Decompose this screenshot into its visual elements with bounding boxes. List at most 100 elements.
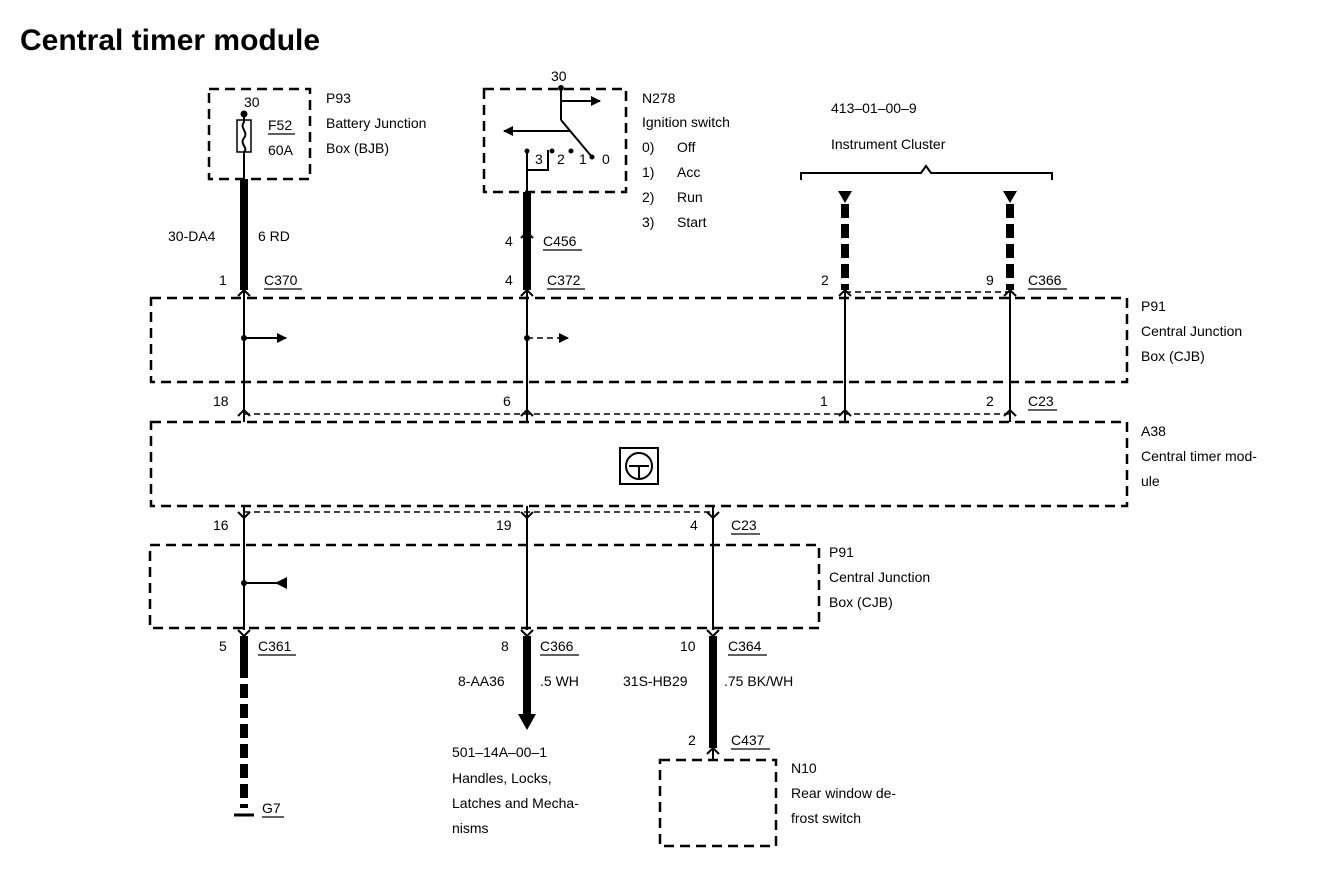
position-1-state: Acc xyxy=(677,164,700,180)
c23-top-pin-2: 2 xyxy=(986,393,994,409)
cluster-terminal-left-icon xyxy=(838,191,852,203)
wire-30-da4-circuit: 30-DA4 xyxy=(168,228,216,244)
wire-8-aa36-arrow-icon xyxy=(518,714,536,730)
c437-pin: 2 xyxy=(688,732,696,748)
n278-name: Ignition switch xyxy=(642,114,730,130)
locks-reference: 501–14A–00–1 xyxy=(452,744,547,760)
p91-top-box-outline xyxy=(149,296,1129,384)
c23-top-pin-6: 6 xyxy=(503,393,511,409)
c23-bottom-pin-4: 4 xyxy=(690,517,698,533)
a38-box-outline xyxy=(149,420,1129,508)
c372-pin: 4 xyxy=(505,272,513,288)
c456-connector: C456 xyxy=(543,233,577,249)
locks-line1: Handles, Locks, xyxy=(452,770,552,786)
wire-31s-hb29-circuit: 31S-HB29 xyxy=(623,673,688,689)
p91-bottom-line1: Central Junction xyxy=(829,569,930,585)
c370-pin: 1 xyxy=(219,272,227,288)
module-symbol-frame xyxy=(619,447,659,485)
p91-bottom-box-outline xyxy=(148,543,821,630)
position-3-state: Start xyxy=(677,214,707,230)
c364-connector: C364 xyxy=(728,638,762,654)
p93-line2: Box (BJB) xyxy=(326,140,389,156)
n10-rear-window-defrost-switch: N10 Rear window de- frost switch xyxy=(658,758,896,848)
c23-bottom-symbol-2 xyxy=(520,511,534,520)
c364-pin: 10 xyxy=(680,638,696,654)
position-1-number: 1) xyxy=(642,164,654,180)
switch-contact-label-2: 2 xyxy=(557,151,565,167)
switch-start-bracket xyxy=(526,150,549,171)
p93-id: P93 xyxy=(326,90,351,106)
locks-line3: nisms xyxy=(452,820,489,836)
locks-line2: Latches and Mecha- xyxy=(452,795,579,811)
c372-connector: C372 xyxy=(547,272,581,288)
cluster-terminal-right-icon xyxy=(1003,191,1017,203)
a38-line1: Central timer mod- xyxy=(1141,448,1257,464)
module-clock-icon xyxy=(625,452,653,480)
c456-connector-symbol xyxy=(520,230,534,239)
c361-connector-symbol xyxy=(237,629,251,638)
p93-box-outline xyxy=(207,87,312,181)
c456-pin: 4 xyxy=(505,233,513,249)
n278-ignition-switch: 30 3 2 1 0 N278 Ignition switch 0) Off 1… xyxy=(482,68,730,230)
c23-top-connector: C23 xyxy=(1028,393,1054,409)
c364-connector-symbol xyxy=(706,629,720,638)
c361-connector: C361 xyxy=(258,638,292,654)
p93-terminal-label: 30 xyxy=(244,94,260,110)
p91-bottom-line2: Box (CJB) xyxy=(829,594,893,610)
n278-terminal-label: 30 xyxy=(551,68,567,84)
position-0-number: 0) xyxy=(642,139,654,155)
wire-8-aa36-spec: .5 WH xyxy=(540,673,579,689)
n10-id: N10 xyxy=(791,760,817,776)
fuse-f52-label: F52 xyxy=(268,117,292,133)
c366-bottom-pin: 8 xyxy=(501,638,509,654)
splice-arrow-3 xyxy=(275,577,287,589)
n10-line1: Rear window de- xyxy=(791,785,896,801)
c23-top-pin-18: 18 xyxy=(213,393,229,409)
fuse-element-icon xyxy=(241,114,247,180)
page-title: Central timer module xyxy=(20,24,320,57)
c23-bottom-symbol-1 xyxy=(237,511,251,520)
cluster-brace xyxy=(800,164,1053,180)
c366-top-connector: C366 xyxy=(1028,272,1062,288)
switch-contact-label-1: 1 xyxy=(579,151,587,167)
switch-contact-1 xyxy=(568,148,574,154)
c23-bottom-symbol-3 xyxy=(706,511,720,520)
switch-contact-0 xyxy=(589,154,595,160)
a38-id: A38 xyxy=(1141,423,1166,439)
g7-label: G7 xyxy=(262,800,281,816)
c366-bottom-connector-symbol xyxy=(520,629,534,638)
c366-top-pin-b: 9 xyxy=(986,272,994,288)
wire-8-aa36-circuit: 8-AA36 xyxy=(458,673,505,689)
c366-bottom-connector: C366 xyxy=(540,638,574,654)
a38-line2: ule xyxy=(1141,473,1160,489)
switch-contact-label-0: 0 xyxy=(602,151,610,167)
n10-box-outline xyxy=(658,758,778,848)
module-clock-hands-icon xyxy=(629,465,649,478)
c23-bottom-connector: C23 xyxy=(731,517,757,533)
wire-30-da4-spec: 6 RD xyxy=(258,228,290,244)
c366-top-pin-a: 2 xyxy=(821,272,829,288)
p91-top-line2: Box (CJB) xyxy=(1141,348,1205,364)
c361-pin: 5 xyxy=(219,638,227,654)
c437-connector: C437 xyxy=(731,732,765,748)
a38-central-timer-module: A38 Central timer mod- ule xyxy=(149,420,1257,508)
cluster-reference: 413–01–00–9 xyxy=(831,100,917,116)
p93-battery-junction-box: 30 F52 60A P93 Battery Junction Box (BJB… xyxy=(207,87,426,181)
p91-bottom-id: P91 xyxy=(829,544,854,560)
cluster-name: Instrument Cluster xyxy=(831,136,946,152)
n278-box-outline xyxy=(482,87,628,194)
c23-bottom-pin-16: 16 xyxy=(213,517,229,533)
p91-top-id: P91 xyxy=(1141,298,1166,314)
p93-line1: Battery Junction xyxy=(326,115,426,131)
p91-top-central-junction-box: P91 Central Junction Box (CJB) xyxy=(149,296,1242,384)
c370-connector: C370 xyxy=(264,272,298,288)
fuse-f52-rating: 60A xyxy=(268,142,294,158)
c23-bottom-pin-19: 19 xyxy=(496,517,512,533)
instrument-cluster: 413–01–00–9 Instrument Cluster xyxy=(800,100,1053,203)
n10-line2: frost switch xyxy=(791,810,861,826)
switch-contact-2 xyxy=(549,148,555,154)
position-2-number: 2) xyxy=(642,189,654,205)
position-0-state: Off xyxy=(677,139,696,155)
wire-31s-hb29-spec: .75 BK/WH xyxy=(724,673,793,689)
